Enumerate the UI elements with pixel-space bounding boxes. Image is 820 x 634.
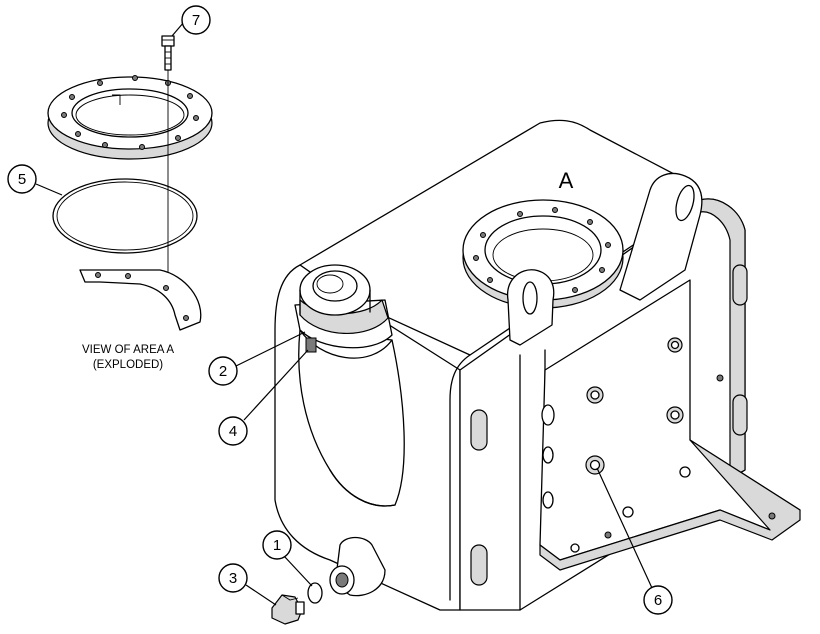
nut: [586, 386, 604, 404]
lifting-bracket-left: [507, 269, 555, 346]
drain-seal: [307, 582, 323, 604]
view-caption-line2: (EXPLODED): [93, 359, 163, 371]
drain-plug: [271, 594, 305, 625]
nut: [666, 406, 684, 424]
tank-side-slots: [470, 264, 748, 586]
nut: [585, 455, 605, 475]
seal-ring: [52, 178, 198, 254]
gasket-segment: [79, 269, 202, 331]
callout-3: 3: [218, 563, 277, 606]
tank-flange: [462, 199, 624, 309]
callout-5: 5: [7, 164, 63, 196]
callout-2: 2: [208, 331, 306, 386]
drain-boss: [329, 536, 386, 597]
exploded-view: [47, 35, 213, 331]
callout-number-6: 6: [654, 592, 662, 609]
callout-number-3: 3: [229, 570, 237, 587]
view-caption-line1: VIEW OF AREA A: [82, 344, 174, 356]
callout-6: 6: [596, 467, 673, 615]
callout-number-1: 1: [273, 537, 281, 554]
callout-1: 1: [262, 530, 313, 587]
callout-number-2: 2: [219, 363, 227, 380]
callout-7: 7: [171, 5, 211, 37]
lifting-bracket-right: [619, 172, 703, 301]
callout-number-4: 4: [229, 423, 237, 440]
area-label: A: [559, 168, 574, 193]
filler-neck: [294, 264, 405, 507]
mounting-nuts: [585, 337, 724, 475]
callout-number-7: 7: [192, 12, 200, 29]
nut: [667, 337, 683, 353]
callout-4: 4: [218, 349, 309, 446]
callout-number-5: 5: [18, 171, 26, 188]
screw: [161, 35, 175, 71]
retaining-ring: [47, 75, 213, 160]
